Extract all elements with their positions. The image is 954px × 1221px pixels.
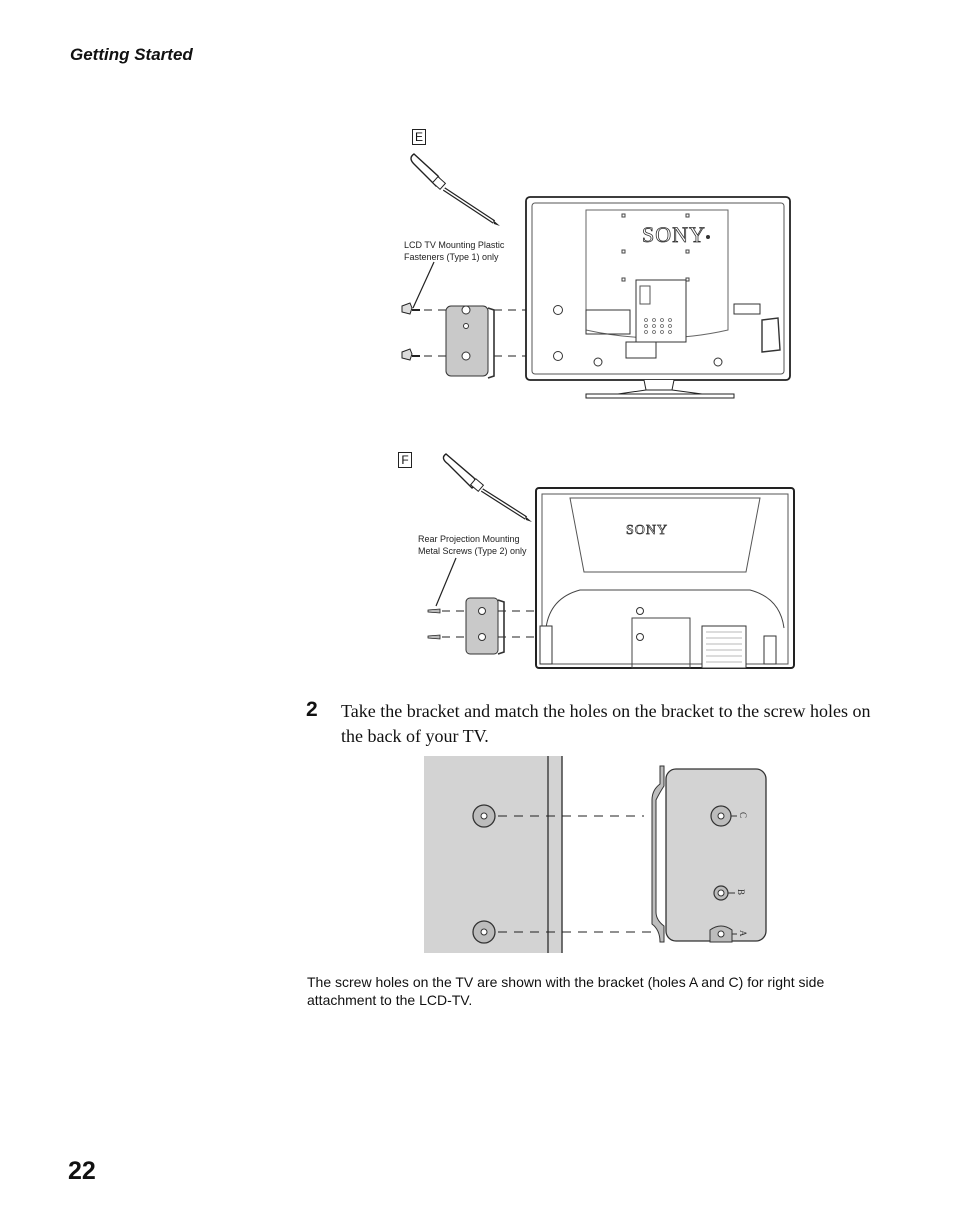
wall-bracket [465, 597, 505, 655]
wall-bracket: C B A [651, 765, 767, 943]
rear-projection-tv-back: SONY [535, 487, 795, 669]
wall-bracket [445, 305, 495, 379]
figure-e-illustration: SONY [401, 153, 791, 399]
figure-f-callout: Rear Projection Mounting Metal Screws (T… [418, 533, 527, 557]
figure-e-callout-line-2: Fasteners (Type 1) only [404, 252, 499, 262]
figure-e-label: E [412, 129, 426, 145]
callout-leader [435, 557, 457, 607]
lcd-tv-back: SONY [525, 196, 791, 399]
step-instruction: Take the bracket and match the holes on … [341, 701, 871, 746]
screwdriver-icon [442, 453, 532, 522]
figure-f-callout-line-2: Metal Screws (Type 2) only [418, 546, 527, 556]
screw-icon [427, 634, 441, 640]
screw-icon [427, 608, 441, 614]
bracket-alignment-figure: C B A [424, 756, 767, 953]
hole-label-b: B [736, 889, 746, 895]
figure-e-callout-line-1: LCD TV Mounting Plastic [404, 240, 505, 250]
figure-caption: The screw holes on the TV are shown with… [307, 974, 825, 1008]
tv-brand-logo: SONY [626, 523, 668, 538]
screwdriver-icon [410, 153, 500, 226]
figure-f-illustration: SONY [427, 453, 795, 669]
hole-label-c: C [738, 812, 748, 818]
page-number: 22 [68, 1157, 96, 1185]
step-number: 2 [306, 698, 318, 721]
figure-f-label: F [398, 452, 412, 468]
figure-e-callout: LCD TV Mounting Plastic Fasteners (Type … [404, 239, 504, 263]
figure-f-callout-line-1: Rear Projection Mounting [418, 534, 520, 544]
tv-back-panel [424, 756, 563, 953]
tv-brand-logo: SONY [642, 222, 706, 247]
section-header: Getting Started [70, 45, 193, 64]
fastener-icon [401, 348, 420, 361]
alignment-lines [498, 815, 662, 933]
callout-leader [412, 261, 435, 309]
fastener-icon [401, 302, 420, 315]
hole-label-a: A [738, 930, 748, 937]
